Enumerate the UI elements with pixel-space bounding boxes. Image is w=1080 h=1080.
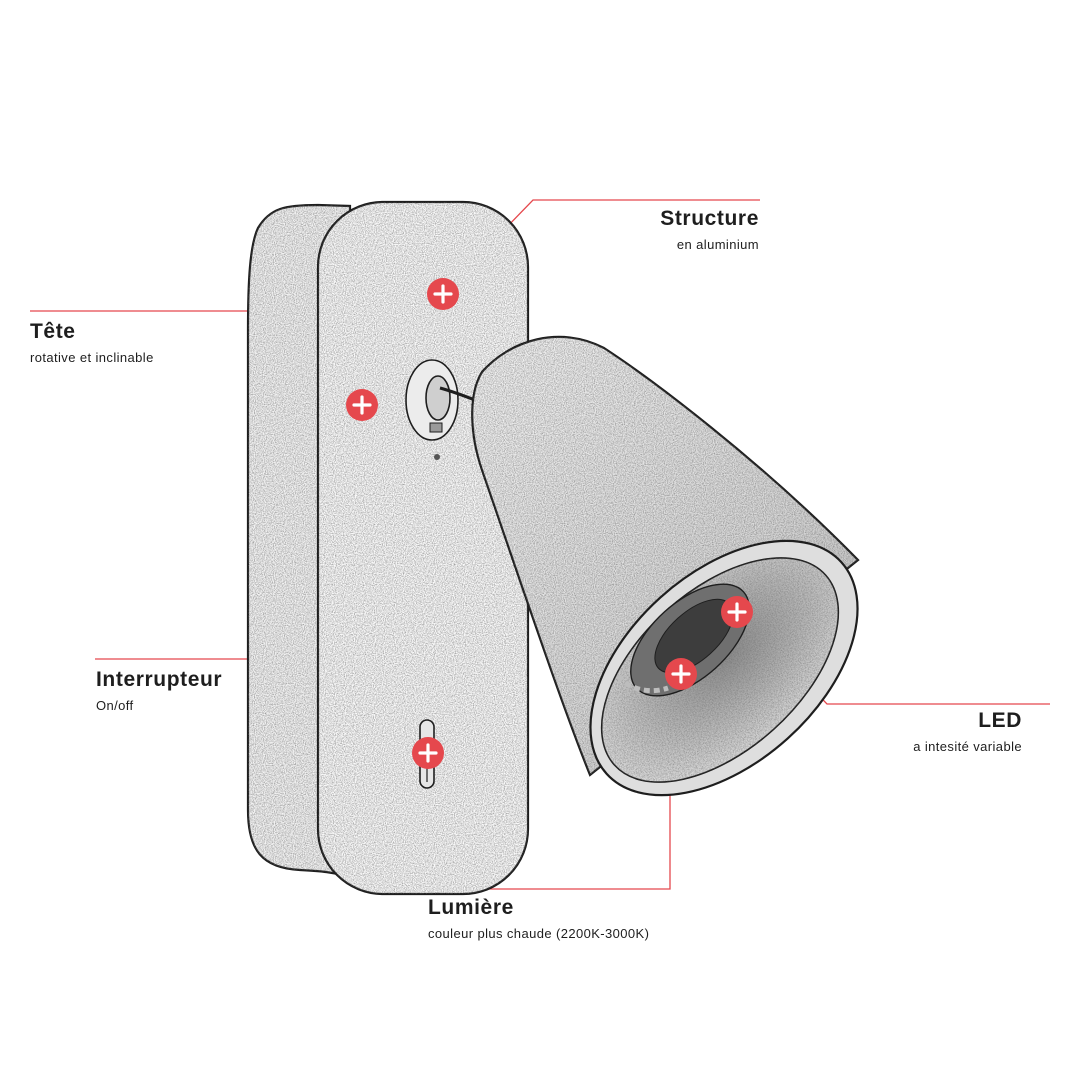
callout-interrupteur: Interrupteur On/off <box>96 668 222 713</box>
hotspot-interrupteur[interactable] <box>412 737 444 769</box>
callout-led: LED a intesité variable <box>913 709 1022 754</box>
hotspot-led[interactable] <box>721 596 753 628</box>
wall-plate <box>246 200 530 896</box>
callout-subtitle: couleur plus chaude (2200K-3000K) <box>428 926 650 941</box>
hotspot-structure[interactable] <box>427 278 459 310</box>
callout-structure: Structure en aluminium <box>660 207 759 252</box>
plus-icon <box>433 284 453 304</box>
callout-subtitle: a intesité variable <box>913 739 1022 754</box>
callout-tete: Tête rotative et inclinable <box>30 320 154 365</box>
callout-title: Interrupteur <box>96 668 223 691</box>
hotspot-lumiere[interactable] <box>665 658 697 690</box>
plus-icon <box>727 602 747 622</box>
plus-icon <box>671 664 691 684</box>
hotspot-tete[interactable] <box>346 389 378 421</box>
callout-title: Lumière <box>428 896 514 919</box>
callout-lumiere: Lumière couleur plus chaude (2200K-3000K… <box>428 896 649 941</box>
callout-title: LED <box>978 709 1022 732</box>
callout-title: Structure <box>660 207 759 230</box>
callout-subtitle: On/off <box>96 698 134 713</box>
callout-title: Tête <box>30 320 76 343</box>
hinge <box>405 359 486 460</box>
callout-subtitle: en aluminium <box>676 237 759 252</box>
callout-subtitle: rotative et inclinable <box>30 350 154 365</box>
lamp-head <box>471 335 860 797</box>
plus-icon <box>352 395 372 415</box>
plus-icon <box>418 743 438 763</box>
